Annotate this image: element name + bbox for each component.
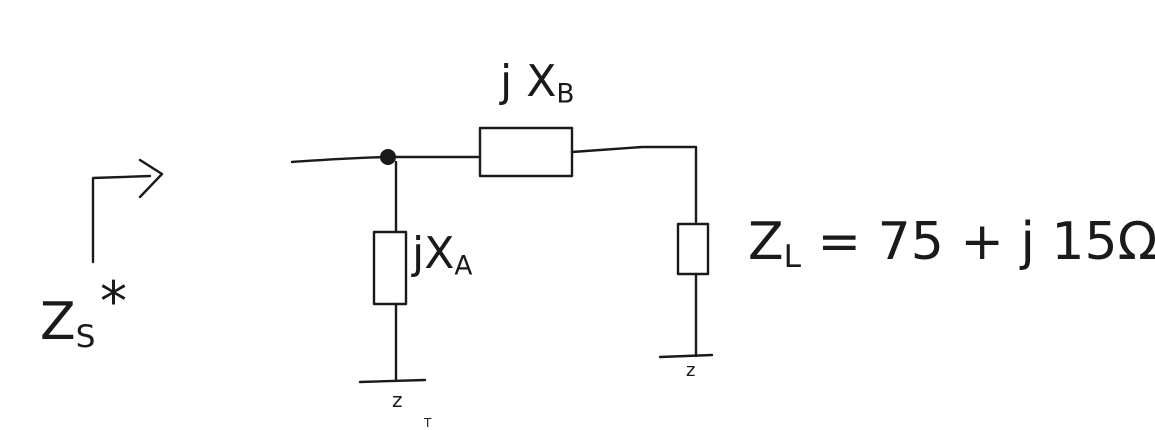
input-arrow [91, 158, 164, 264]
xa-subscript: A [454, 250, 473, 282]
zs-label: ZS [40, 292, 95, 355]
zl-letter: Z [748, 212, 784, 272]
ground-a-mark: z [392, 388, 403, 412]
ground-l-mark: z [686, 360, 696, 381]
xa-j: j [412, 228, 425, 279]
load-element [676, 222, 710, 276]
zl-value: = 75 + j 15Ω [817, 212, 1155, 272]
series-element-xb [478, 126, 574, 178]
junction-node [380, 149, 396, 165]
xb-label: j XB [500, 56, 575, 110]
xa-letter: X [424, 228, 455, 279]
xa-label: jXA [412, 228, 472, 282]
xb-j: j [500, 56, 513, 107]
zs-conjugate-star: * [100, 270, 127, 333]
zl-label: ZL = 75 + j 15Ω [748, 212, 1155, 275]
xb-subscript: B [556, 78, 575, 110]
xb-letter: X [526, 56, 557, 107]
zs-letter: Z [40, 292, 76, 352]
zl-subscript: L [783, 238, 802, 275]
ground-l [658, 353, 714, 359]
zs-subscript: S [75, 318, 96, 355]
shunt-element-xa [372, 230, 408, 306]
ground-a [358, 378, 427, 384]
series-wire-right [570, 145, 698, 224]
text-cursor: T [424, 416, 432, 430]
